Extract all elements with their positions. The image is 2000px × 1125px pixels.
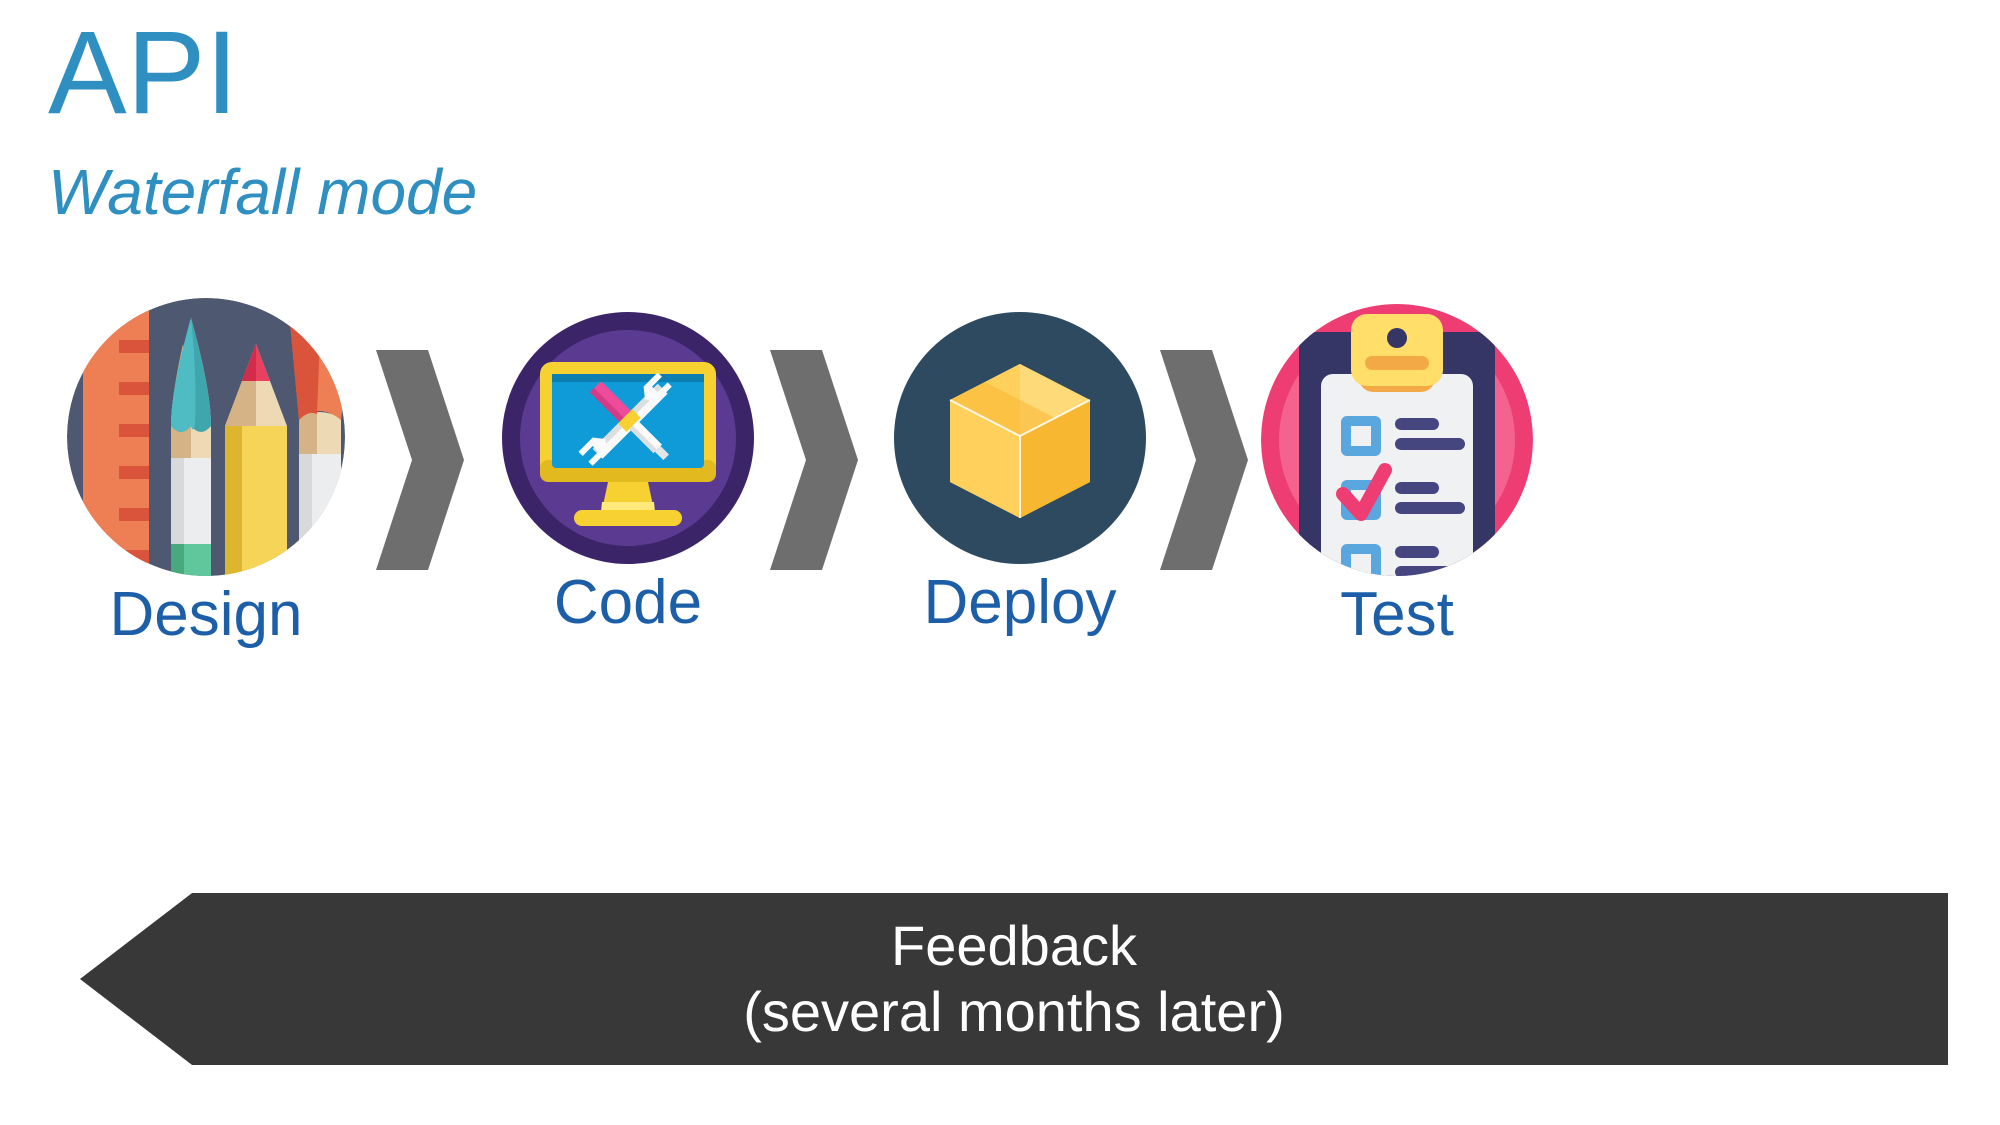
pipeline-stage-deploy[interactable]: Deploy xyxy=(870,312,1170,635)
stage-label-test: Test xyxy=(1340,580,1454,649)
stage-label-code: Code xyxy=(553,568,703,637)
feedback-line-1: Feedback xyxy=(891,913,1137,977)
monitor-tools-icon xyxy=(502,312,754,564)
pipeline-diagram: Design xyxy=(0,298,2000,668)
feedback-text: Feedback (several months later) xyxy=(80,893,1948,1065)
pipeline-stage-code[interactable]: Code xyxy=(478,312,778,635)
feedback-line-2: (several months later) xyxy=(743,980,1285,1043)
chevron-right-icon-2 xyxy=(762,350,866,570)
chevron-right-icon-3 xyxy=(1152,350,1256,570)
pipeline-stage-test[interactable]: Test xyxy=(1247,304,1547,647)
package-box-icon xyxy=(894,312,1146,564)
pipeline-stage-design[interactable]: Design xyxy=(56,298,356,647)
stage-label-deploy: Deploy xyxy=(923,568,1117,637)
clipboard-checklist-icon xyxy=(1261,304,1533,576)
stage-label-design: Design xyxy=(109,580,303,649)
chevron-right-icon-1 xyxy=(368,350,472,570)
feedback-banner: Feedback (several months later) xyxy=(80,893,1948,1065)
page-title: API xyxy=(48,7,239,139)
design-tools-icon xyxy=(67,298,345,576)
left-arrow-banner xyxy=(80,893,1948,1065)
page-subtitle: Waterfall mode xyxy=(48,156,478,228)
header: API Waterfall mode xyxy=(48,14,948,224)
